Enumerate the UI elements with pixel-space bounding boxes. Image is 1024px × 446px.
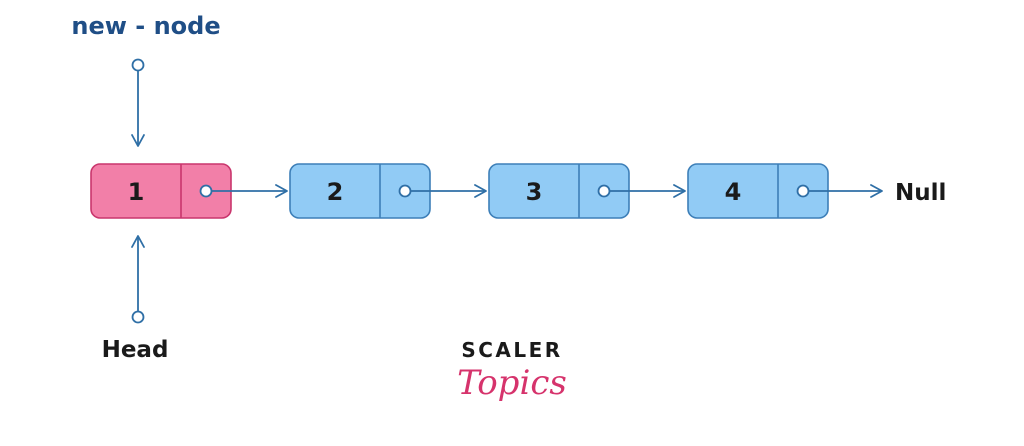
logo-topics-text: Topics xyxy=(457,363,567,403)
list-node-value: 2 xyxy=(327,178,344,206)
logo-scaler-text: SCALER xyxy=(461,338,562,362)
scaler-topics-logo: SCALER Topics xyxy=(457,338,567,403)
next-pointer-dot xyxy=(199,184,213,198)
new-node-pointer xyxy=(131,58,145,147)
next-pointer-dot xyxy=(796,184,810,198)
list-node-value: 3 xyxy=(526,178,543,206)
list-node-3: 3 xyxy=(488,163,630,219)
head-pointer-origin xyxy=(131,310,145,324)
new-node-label: new - node xyxy=(71,12,220,40)
head-label: Head xyxy=(102,337,169,363)
new-node-pointer-origin xyxy=(131,58,145,72)
null-label: Null xyxy=(895,180,946,206)
list-node-2: 2 xyxy=(289,163,431,219)
list-node-value: 1 xyxy=(128,178,145,206)
list-node-1: 1 xyxy=(90,163,232,219)
next-pointer-dot xyxy=(597,184,611,198)
head-pointer xyxy=(131,235,145,324)
list-node-value: 4 xyxy=(725,178,742,206)
list-node-4: 4 xyxy=(687,163,829,219)
next-pointer-dot xyxy=(398,184,412,198)
